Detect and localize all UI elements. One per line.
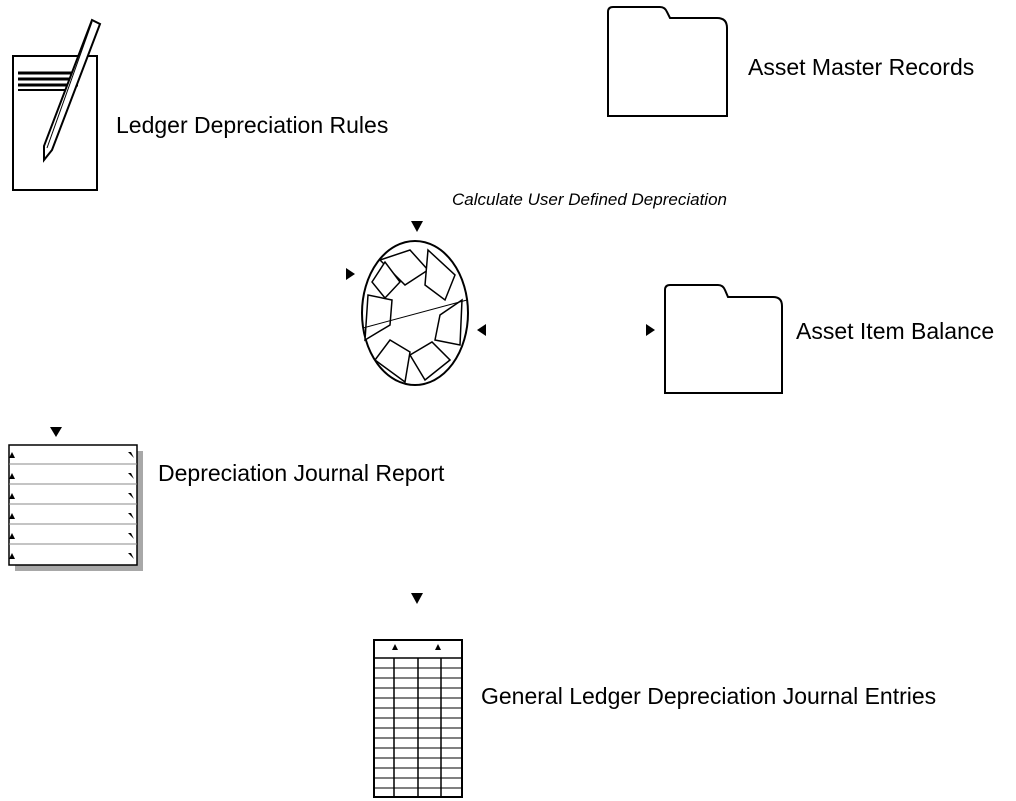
input-arrow-left (646, 324, 655, 336)
input-arrow-left (346, 268, 355, 280)
asset-master-label: Asset Master Records (748, 54, 974, 80)
process-node[interactable] (346, 221, 486, 386)
output-arrow-right (477, 324, 486, 336)
process-title: Calculate User Defined Depreciation (452, 190, 727, 209)
input-arrow-top (411, 593, 423, 604)
report-icon (8, 444, 143, 571)
document-pencil-icon (12, 18, 102, 191)
ledger-table-icon (373, 639, 463, 798)
input-arrow-top (50, 427, 62, 437)
process-wheel-icon (361, 240, 469, 386)
ledger-rules-label: Ledger Depreciation Rules (116, 112, 388, 138)
ledger-rules-node[interactable]: Ledger Depreciation Rules (12, 18, 388, 191)
folder-icon (664, 284, 783, 394)
journal-report-node[interactable]: Depreciation Journal Report (8, 427, 445, 571)
gl-entries-label: General Ledger Depreciation Journal Entr… (481, 683, 936, 709)
asset-master-node[interactable]: Asset Master Records (607, 6, 974, 117)
asset-balance-node[interactable]: Asset Item Balance (646, 284, 994, 394)
input-arrow-top (411, 221, 423, 232)
gl-entries-node[interactable]: General Ledger Depreciation Journal Entr… (373, 593, 936, 798)
journal-report-label: Depreciation Journal Report (158, 460, 445, 486)
folder-icon (607, 6, 728, 117)
asset-balance-label: Asset Item Balance (796, 318, 994, 344)
